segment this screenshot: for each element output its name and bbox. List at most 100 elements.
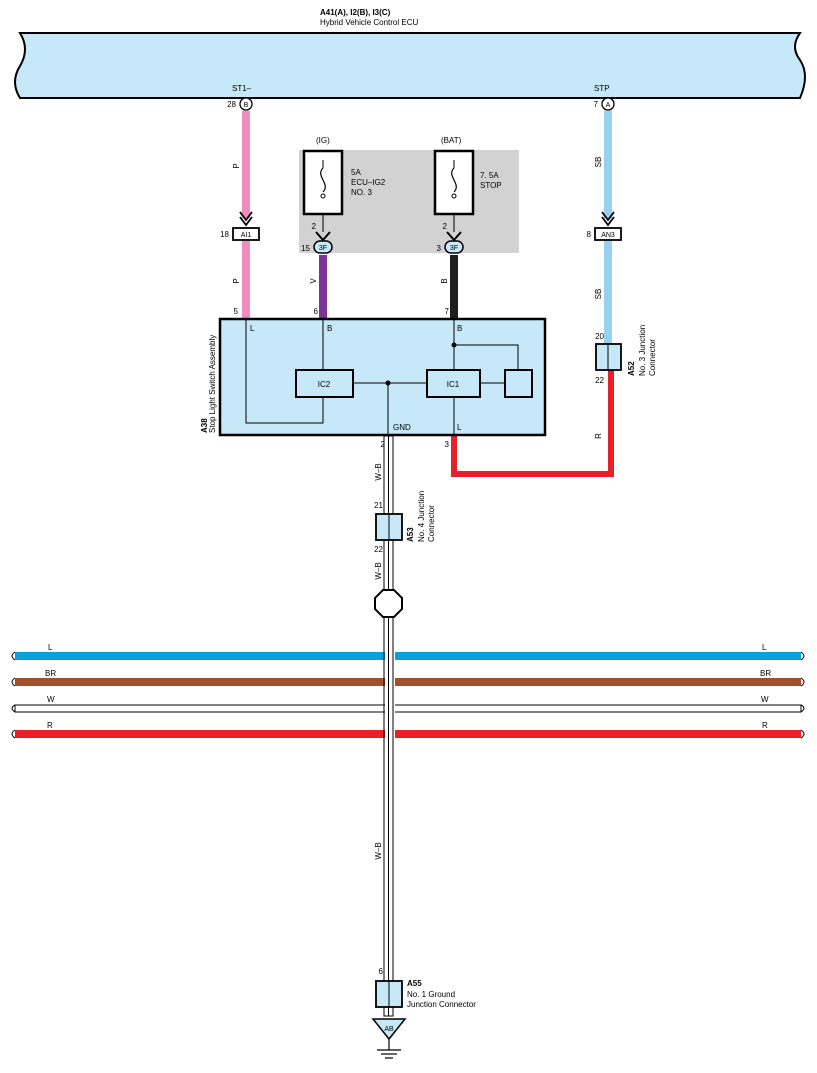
ecu-pin-7-number: 7 [594, 100, 599, 109]
connector-ai1 [232, 227, 260, 241]
bus-line-w [11, 704, 805, 713]
switch-ref: A38 [200, 418, 209, 433]
ecu-name-label: Hybrid Vehicle Control ECU [320, 18, 418, 27]
ecu-pin-b-connector [239, 97, 253, 111]
bus-label-br-left: BR [45, 669, 56, 678]
a52-pin-22: 22 [595, 376, 604, 385]
ecu-pin-28-number: 28 [227, 100, 236, 109]
connector-an3-number: 8 [587, 230, 592, 239]
fuse-ig-terminal [320, 193, 326, 199]
a53-pin-21: 21 [374, 501, 383, 510]
ground-point-label: AB [384, 1026, 394, 1033]
ic1-label: IC1 [447, 380, 460, 389]
fuse-ig-element [320, 167, 326, 193]
a55-ref: A55 [407, 979, 422, 988]
fuse-bat-amp: 7. 5A [480, 171, 499, 180]
a53-ref: A53 [406, 527, 415, 542]
connector-3f-ig-number: 15 [301, 244, 310, 253]
wire-label-p-upper: P [232, 163, 241, 168]
a53-name-2: Connector [427, 505, 436, 542]
connector-ai1-number: 18 [220, 230, 229, 239]
fuse-ig-name: ECU–IG2 [351, 178, 386, 187]
bus-label-l-right: L [762, 643, 767, 652]
a53-name: No. 4 Junction [417, 491, 426, 542]
fuse-ig-amp: 5A [351, 168, 361, 177]
wire-v [319, 255, 327, 319]
ecu-pin-name-stp: STP [594, 84, 610, 93]
connector-an3-arrow [601, 211, 615, 227]
ground-splice-point [374, 589, 403, 618]
switch-junction-dot [385, 380, 391, 386]
ecu-pin-a-connector [601, 97, 615, 111]
ic1-block [426, 369, 481, 398]
fuse-bat-source: (BAT) [441, 136, 462, 145]
fuse-ig-source: (IG) [316, 136, 330, 145]
switch-label-l-top: L [250, 324, 255, 333]
connector-3f-ig-label: 3F [319, 245, 327, 252]
switch-label-b-mid: B [327, 324, 332, 333]
wire-label-r: R [594, 433, 603, 439]
connector-an3-label: AN3 [601, 232, 615, 239]
switch-pin-7: 7 [445, 307, 450, 316]
bus-label-w-right: W [761, 695, 769, 704]
a55-name: No. 1 Ground [407, 990, 455, 999]
switch-label-l-bottom: L [457, 423, 462, 432]
wire-p-lower [242, 241, 250, 319]
fuse-bat-name: STOP [480, 181, 502, 190]
bus-line-l [11, 651, 805, 661]
a55-name-2: Junction Connector [407, 1000, 476, 1009]
connector-3f-bat-arrow [446, 231, 462, 242]
a52-name-2: Connector [648, 339, 657, 376]
fuse-bat-element [451, 167, 457, 193]
wire-p-upper [242, 111, 250, 218]
bus-label-w-left: W [47, 695, 55, 704]
a52-name: No. 3 Junction [638, 325, 647, 376]
connector-3f-ig-arrow [315, 231, 331, 242]
a52-pin-20: 20 [595, 332, 604, 341]
a52-ref: A52 [627, 361, 636, 376]
switch-junction-dot-b [451, 342, 457, 348]
wire-b [450, 255, 458, 319]
fuse-ig-name-2: NO. 3 [351, 188, 372, 197]
connector-3f-bat [444, 240, 464, 254]
ecu-pin-b-letter: B [244, 102, 249, 109]
ground-icon [377, 1039, 401, 1059]
switch-pin-5: 5 [234, 307, 239, 316]
ecu-pin-name-st1: ST1– [232, 84, 252, 93]
bus-label-br-right: BR [760, 669, 771, 678]
wire-label-wb-3: W–B [374, 842, 383, 859]
connector-3f-ig [313, 240, 333, 254]
wire-label-wb-1: W–B [374, 463, 383, 480]
wire-sb-lower [604, 241, 612, 344]
wire-r [451, 370, 614, 477]
fuse-ig-pin: 2 [312, 222, 317, 231]
wire-wb-crossing [383, 646, 395, 742]
ic2-label: IC2 [318, 380, 331, 389]
connector-3f-bat-number: 3 [437, 244, 442, 253]
switch-name: Stop Light Switch Assembly [208, 335, 217, 433]
switch-label-gnd: GND [393, 423, 411, 432]
wire-label-v: V [309, 278, 318, 284]
wire-label-p-lower: P [232, 278, 241, 283]
connector-3f-bat-label: 3F [450, 245, 458, 252]
ground-point-triangle [371, 1018, 407, 1041]
a55-pin-6: 6 [379, 967, 384, 976]
bus-line-br [11, 677, 805, 687]
bus-label-r-right: R [762, 721, 768, 730]
wire-label-sb-lower: SB [594, 289, 603, 300]
connector-ai1-label: AI1 [241, 232, 252, 239]
bus-label-l-left: L [48, 643, 53, 652]
ic2-block [295, 369, 354, 398]
wire-label-b: B [440, 278, 449, 283]
switch-pin-2: 2 [381, 440, 386, 449]
wire-label-wb-2: W–B [374, 562, 383, 579]
wire-label-sb-upper: SB [594, 157, 603, 168]
bus-line-r [11, 729, 805, 739]
ecu-block [14, 32, 806, 99]
stop-light-switch-assembly [218, 317, 547, 437]
connector-an3 [594, 227, 622, 241]
switch-pin-6: 6 [314, 307, 319, 316]
switch-label-b-right: B [457, 324, 462, 333]
switch-pin-3: 3 [445, 440, 450, 449]
